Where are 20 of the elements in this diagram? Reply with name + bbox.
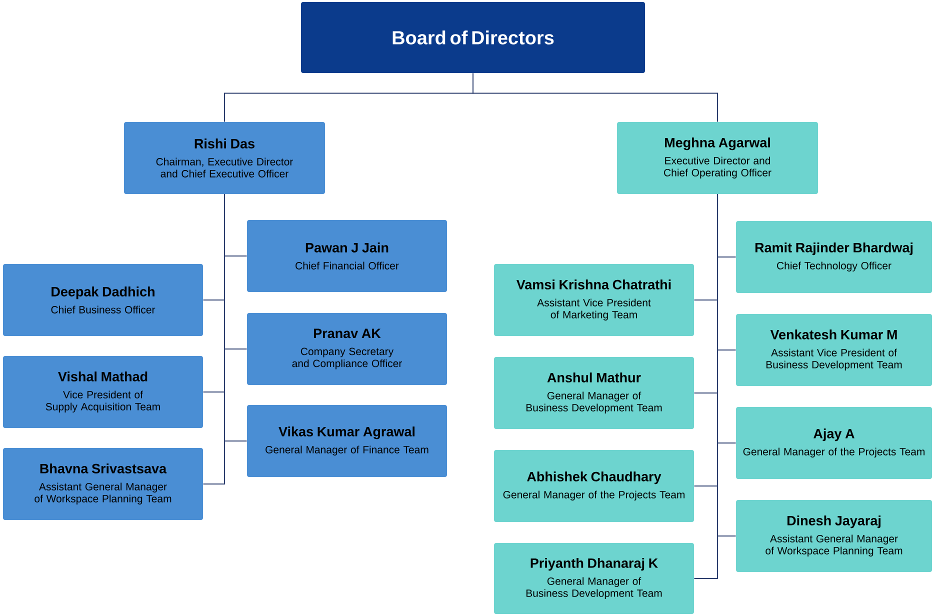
person-box: Meghna Agarwal Executive Director and Chief Operating Officer (617, 122, 818, 194)
person-box: Priyanth Dhanaraj K General Manager of Business Development Team (494, 543, 694, 614)
person-box: Ajay A General Manager of the Projects Team (736, 407, 932, 479)
connector-line (202, 194, 225, 484)
person-box: Ramit Rajinder Bhardwaj Chief Technology Officer (736, 221, 932, 293)
person-box: Bhavna Srivastsava Assistant General Manager of Workspace Planning Team (3, 448, 203, 520)
connector-line (694, 194, 718, 579)
person-box: Pranav AK Company Secretary and Compliance Officer (247, 313, 447, 385)
person-box: Venkatesh Kumar M Assistant Vice President of Business Development Team (736, 314, 932, 386)
person-box: Deepak Dadhich Chief Business Officer (3, 264, 203, 336)
person-box: Anshul Mathur General Manager of Business Development Team (494, 357, 694, 429)
title-box: Board of Directors (301, 2, 645, 73)
person-box: Pawan J Jain Chief Financial Officer (247, 220, 447, 292)
person-box: Vishal Mathad Vice President of Supply Acquisition Team (3, 356, 203, 428)
person-box: Vamsi Krishna Chatrathi Assistant Vice President of Marketing Team (494, 264, 694, 336)
connector-line (472, 72, 718, 122)
person-box: Rishi Das Chairman, Executive Director and Chief Executive Officer (124, 122, 325, 194)
person-box: Dinesh Jayaraj Assistant General Manager of Workspace Planning Team (736, 500, 932, 572)
person-box: Vikas Kumar Agrawal General Manager of Finance Team (247, 405, 447, 477)
person-box: Abhishek Chaudhary General Manager of the Projects Team (494, 450, 694, 522)
